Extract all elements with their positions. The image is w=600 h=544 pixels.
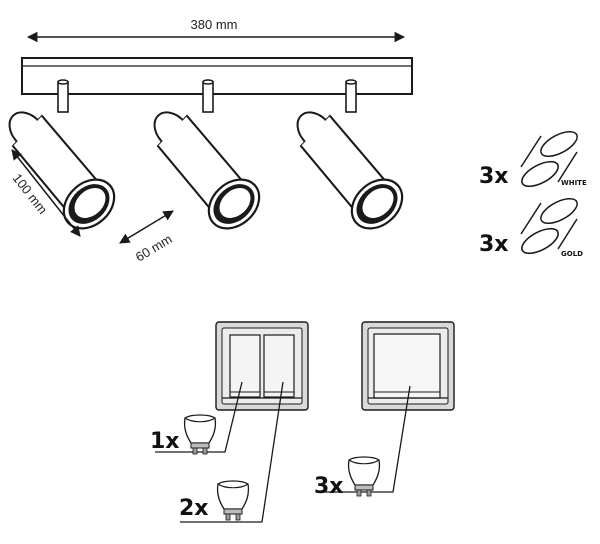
bulb-group-2-quantity: 2x <box>179 496 209 521</box>
gu10-bulb-icon-2 <box>216 480 250 521</box>
bulb-group-1-quantity: 1x <box>150 429 180 454</box>
spotlight-head-3 <box>289 78 413 240</box>
ring-gold-icon <box>517 190 590 260</box>
ring-gold-label: GOLD <box>561 250 583 258</box>
bulb-group-3-quantity: 3x <box>314 474 344 499</box>
leader-line-1 <box>155 381 243 453</box>
ring-white-quantity: 3x <box>479 164 509 189</box>
leader-line-2 <box>180 381 284 523</box>
spotlight-head-2 <box>146 78 270 240</box>
double-switch-icon <box>215 321 309 411</box>
single-switch-icon <box>361 321 455 411</box>
depth-dimension-arrow <box>119 210 174 244</box>
height-dimension-arrow <box>11 149 81 237</box>
ring-gold-quantity: 3x <box>479 232 509 257</box>
gu10-bulb-icon-1 <box>183 414 217 455</box>
ring-white-label: WHITE <box>561 179 587 187</box>
depth-label: 60 mm <box>133 231 175 264</box>
width-label: 380 mm <box>191 17 238 32</box>
leader-line-3 <box>322 385 411 493</box>
gu10-bulb-icon-3 <box>347 456 381 497</box>
